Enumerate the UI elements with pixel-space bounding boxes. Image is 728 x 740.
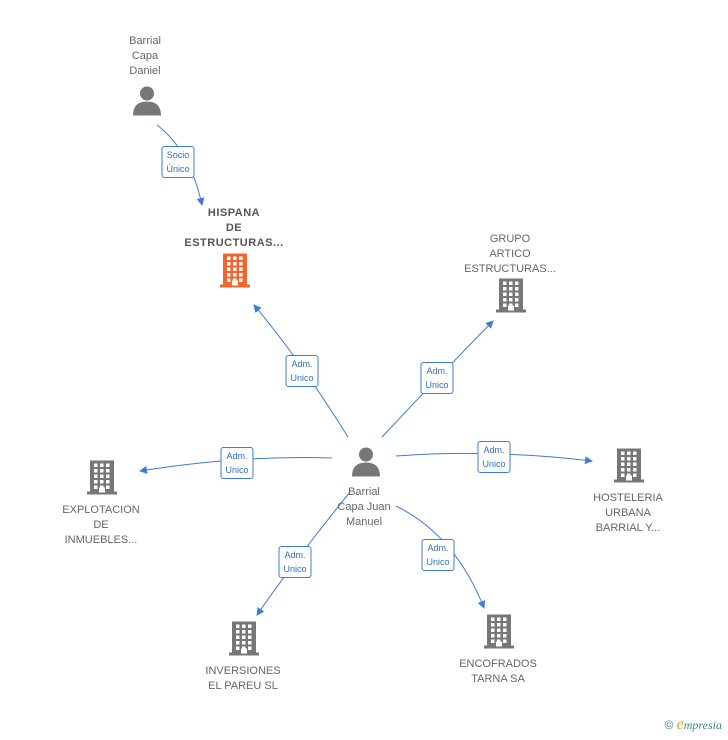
node-label-line: DE (225, 222, 243, 234)
edge-label-line: Unico (290, 373, 314, 383)
node-label-line: ESTRUCTURAS... (184, 237, 284, 249)
edge-label-line: Adm. (291, 359, 313, 369)
node-label-line: ARTICO (489, 248, 531, 260)
edge-label-hosteleria[interactable]: Adm. Unico (477, 441, 511, 473)
edge-label-line: Socio (166, 150, 190, 160)
edge-label-line: Unico (425, 380, 449, 390)
node-label-grupo_artico[interactable]: GRUPO ARTICO ESTRUCTURAS... (464, 232, 556, 277)
edge-label-line: Adm. (483, 445, 505, 455)
node-label-line: HISPANA (207, 207, 261, 219)
person-icon[interactable] (132, 86, 162, 121)
building-icon[interactable] (484, 614, 514, 654)
edge-label-grupo_artico[interactable]: Adm. Unico (420, 362, 454, 394)
edge-label-hispana[interactable]: Adm. Unico (285, 355, 319, 387)
edge-label-line: Adm. (426, 366, 448, 376)
node-label-line: ENCOFRADOS (459, 658, 537, 670)
edge-label-line: Adm. (427, 543, 449, 553)
node-label-encofrados[interactable]: ENCOFRADOS TARNA SA (459, 657, 537, 687)
brand-logo: empresia (676, 716, 722, 733)
node-label-line: Daniel (129, 65, 161, 77)
node-label-line: EXPLOTACION (62, 504, 140, 516)
building-icon[interactable] (229, 621, 259, 661)
node-label-line: INMUEBLES... (64, 534, 138, 546)
edge-label-explotacion[interactable]: Adm. Unico (220, 447, 254, 479)
building-icon[interactable] (614, 448, 644, 488)
node-label-line: TARNA SA (471, 673, 525, 685)
node-label-hispana[interactable]: HISPANA DE ESTRUCTURAS... (184, 206, 283, 251)
edge-label-line: Unico (225, 465, 249, 475)
edge-label-encofrados[interactable]: Adm. Unico (421, 539, 455, 571)
node-label-line: INVERSIONES (205, 665, 281, 677)
building-icon[interactable] (496, 278, 526, 318)
node-label-inversiones[interactable]: INVERSIONES EL PAREU SL (205, 664, 280, 694)
edge-label-inversiones[interactable]: Adm. Unico (278, 546, 312, 578)
edge-label-line: Adm. (284, 550, 306, 560)
building-icon[interactable] (220, 253, 250, 293)
node-label-line: Manuel (345, 516, 383, 528)
edge-label-line: Adm. (226, 451, 248, 461)
edge-label-line: Unico (426, 557, 450, 567)
edge-label-line: Unico (283, 564, 307, 574)
footer-brand: © empresia (664, 716, 722, 734)
node-label-line: GRUPO (489, 233, 531, 245)
edge-label-line: Único (166, 164, 190, 174)
node-label-line: Capa Juan (337, 501, 391, 513)
node-label-line: DE (93, 519, 109, 531)
node-label-line: EL PAREU SL (208, 680, 278, 692)
edge-label-line: Unico (482, 459, 506, 469)
node-label-line: Barrial (348, 486, 380, 498)
node-label-explotacion[interactable]: EXPLOTACION DE INMUEBLES... (62, 503, 139, 548)
copyright-symbol: © (664, 718, 674, 732)
node-label-line: URBANA (605, 507, 651, 519)
node-label-line: HOSTELERIA (593, 492, 663, 504)
node-label-line: BARRIAL Y... (595, 522, 661, 534)
node-label-line: Capa (131, 50, 159, 62)
node-label-line: ESTRUCTURAS... (464, 263, 556, 275)
building-icon[interactable] (87, 460, 117, 500)
node-label-hosteleria[interactable]: HOSTELERIA URBANA BARRIAL Y... (593, 491, 663, 536)
person-icon[interactable] (351, 447, 381, 482)
node-label-line: Barrial (129, 35, 161, 47)
